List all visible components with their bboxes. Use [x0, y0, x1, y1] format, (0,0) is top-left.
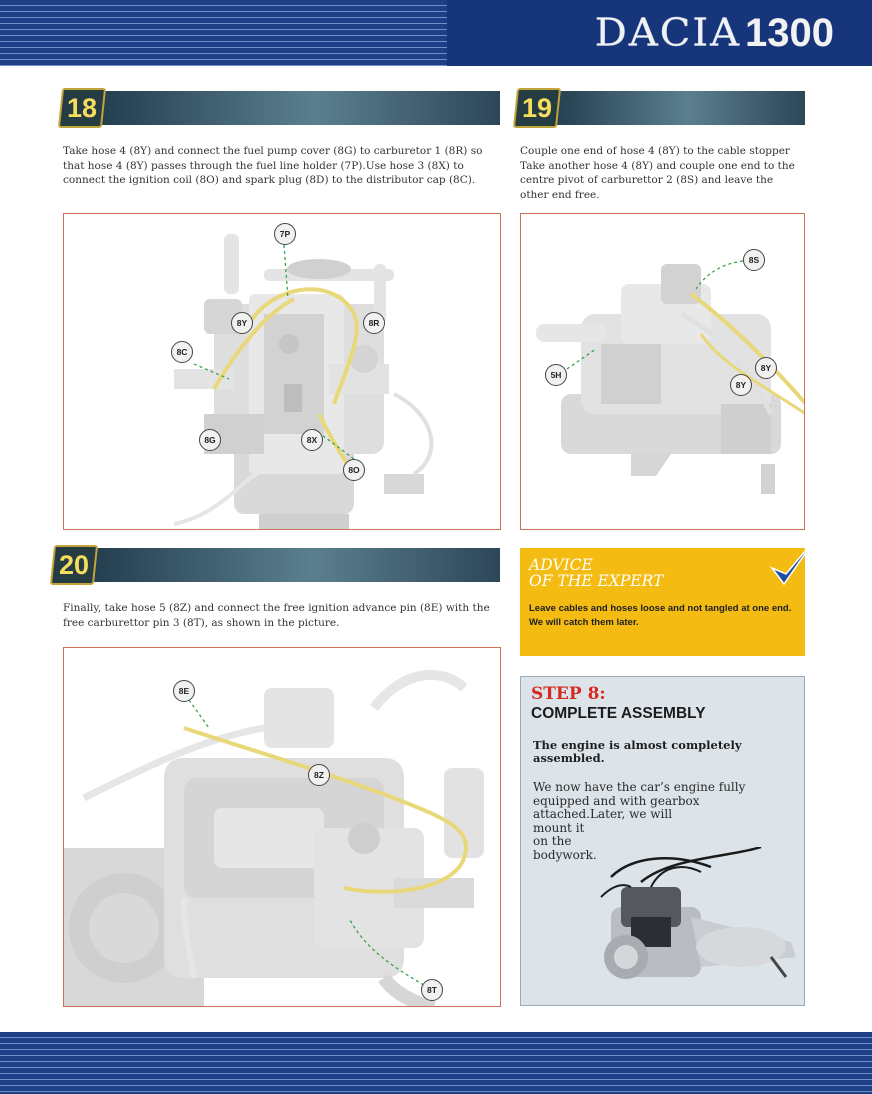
step-18-number: 18	[66, 92, 98, 123]
step-18-bar	[90, 91, 500, 125]
step-8-box: STEP 8: COMPLETE ASSEMBLY The engine is …	[520, 676, 805, 1006]
step-19-text-line-1: Couple one end of hose 4 (8Y) to the cab…	[520, 145, 790, 157]
brand-number: 1300	[745, 11, 834, 55]
header-band: DACIA 1300	[0, 0, 872, 66]
step-8-label: STEP 8:	[531, 684, 606, 704]
step-19-number: 19	[521, 92, 553, 123]
advice-box: ADVICE OF THE EXPERT Leave cables and ho…	[520, 548, 805, 656]
callout-8x: 8X	[301, 429, 323, 451]
brand-logo: DACIA 1300	[595, 10, 834, 56]
step-18-number-badge: 18	[57, 88, 107, 128]
step-20-bar	[82, 548, 500, 582]
engine-closeup-illustration	[64, 648, 500, 1006]
advice-text-line-2: We will catch them later.	[529, 617, 639, 628]
step-20-number-badge: 20	[49, 545, 99, 585]
step-8-body-line-1: We now have the car’s engine fully	[533, 780, 746, 794]
advice-text-line-1: Leave cables and hoses loose and not tan…	[529, 603, 792, 614]
brand-box: DACIA 1300	[447, 0, 872, 66]
engine-top-illustration	[64, 214, 500, 529]
callout-7p: 7P	[274, 223, 296, 245]
step-8-body-line-6: bodywork.	[533, 847, 597, 862]
callout-5h: 5H	[545, 364, 567, 386]
callout-8e: 8E	[173, 680, 195, 702]
checkmark-icon	[769, 537, 817, 586]
step-18-photo: 7P 8Y 8R 8C 8G 8X 8O	[63, 213, 501, 530]
callout-8y-right: 8Y	[755, 357, 777, 379]
callout-8o: 8O	[343, 459, 365, 481]
step-8-body-line-2: equipped and with gearbox	[533, 793, 700, 808]
step-20-photo: 8E 8Z 8T	[63, 647, 501, 1007]
callout-8c: 8C	[171, 341, 193, 363]
callout-8t: 8T	[421, 979, 443, 1001]
step-20-number: 20	[58, 549, 90, 580]
advice-title: ADVICE OF THE EXPERT	[529, 557, 663, 589]
callout-8g: 8G	[199, 429, 221, 451]
engine-side-illustration	[521, 214, 804, 529]
step-18-text: Take hose 4 (8Y) and connect the fuel pu…	[63, 145, 483, 186]
step-8-title: COMPLETE ASSEMBLY	[531, 705, 706, 722]
callout-8y: 8Y	[231, 312, 253, 334]
advice-title-line-2: OF THE EXPERT	[529, 572, 664, 590]
callout-8y-lower: 8Y	[730, 374, 752, 396]
step-20-text: Finally, take hose 5 (8Z) and connect th…	[63, 602, 490, 629]
footer-band	[0, 1032, 872, 1094]
step-19-header: 19	[512, 88, 805, 128]
step-8-body: We now have the car’s engine fully equip…	[533, 780, 746, 862]
step-8-body-line-3: attached.Later, we will	[533, 807, 673, 821]
callout-8z: 8Z	[308, 764, 330, 786]
step-8-body-line-4: mount it	[533, 820, 585, 835]
step-18-header: 18	[57, 88, 500, 128]
advice-text: Leave cables and hoses loose and not tan…	[529, 602, 799, 630]
step-20-header: 20	[49, 545, 500, 585]
callout-8r: 8R	[363, 312, 385, 334]
step-19-text-line-2: Take another hose 4 (8Y) and couple one …	[520, 159, 795, 201]
assembled-engine-illustration	[600, 847, 796, 979]
callout-8s: 8S	[743, 249, 765, 271]
step-8-lead: The engine is almost completely assemble…	[533, 738, 742, 765]
step-19-photo: 8S 5H 8Y 8Y	[520, 213, 805, 530]
brand-word: DACIA	[594, 11, 742, 55]
step-8-body-line-5: on the	[533, 834, 572, 848]
step-19-bar	[545, 91, 805, 125]
step-19-text: Couple one end of hose 4 (8Y) to the cab…	[520, 144, 802, 202]
advice-title-line-1: ADVICE	[529, 556, 593, 574]
step-19-number-badge: 19	[512, 88, 562, 128]
